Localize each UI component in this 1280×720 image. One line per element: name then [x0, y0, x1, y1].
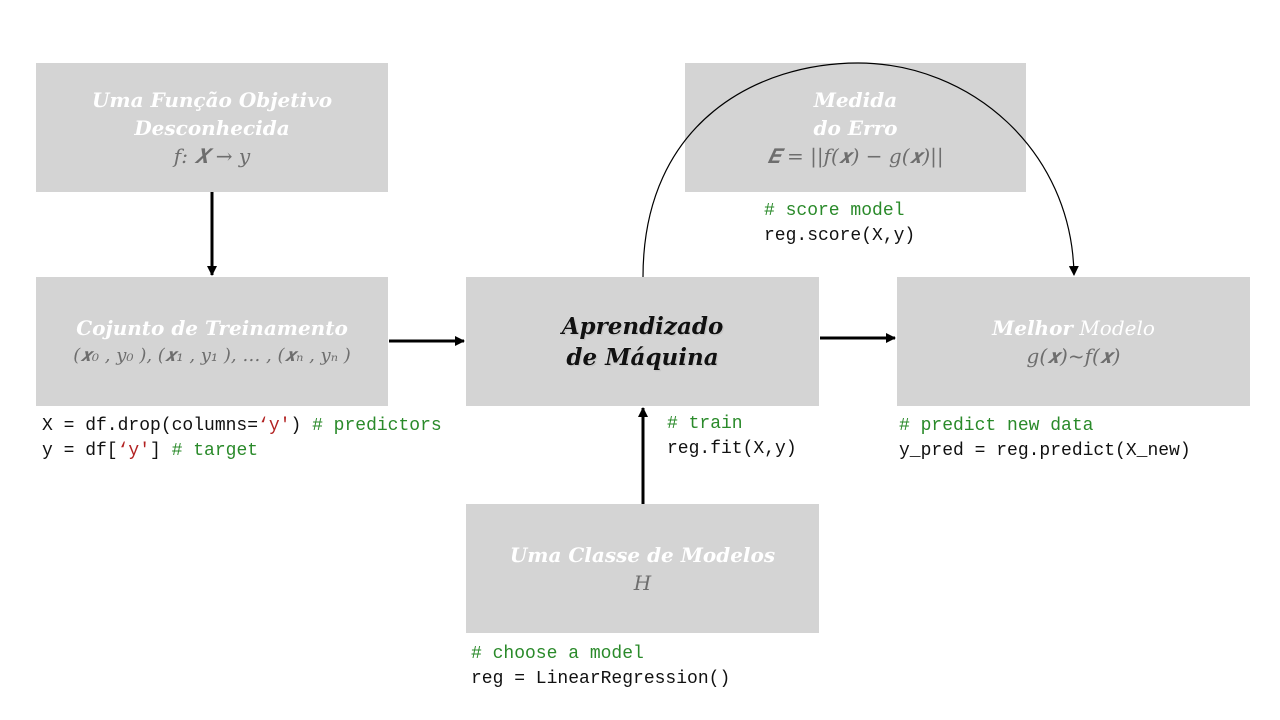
predict-code: # predict new data y_pred = reg.predict(…: [899, 414, 1191, 464]
model-class-box: Uma Classe de Modelos H: [466, 504, 819, 633]
data-line1-comment: # predictors: [312, 416, 442, 436]
data-line1-code: X = df.drop(columns=: [42, 416, 259, 436]
data-line1-close: ): [290, 416, 313, 436]
best-model-title-rest: Modelo: [1072, 315, 1155, 340]
predict-comment: # predict new data: [899, 416, 1094, 436]
arc-ml-to-best-via-error: [642, 62, 1079, 278]
score-comment: # score model: [764, 201, 905, 221]
data-line1-string: ‘y': [258, 416, 291, 436]
target-function-formula: f: 𝑿 → y: [173, 143, 251, 168]
target-function-title-1: Uma Função Objetivo: [91, 87, 333, 112]
error-measure-title-1: Medida: [813, 87, 898, 112]
data-prep-code: X = df.drop(columns=‘y') # predictors y …: [42, 414, 442, 464]
error-measure-title-2: do Erro: [813, 115, 898, 140]
model-class-title: Uma Classe de Modelos: [509, 542, 776, 567]
data-line2-code: y = df[: [42, 441, 118, 461]
machine-learning-title-2: de Máquina: [566, 343, 719, 371]
model-class-formula: H: [633, 570, 652, 595]
train-code: # train reg.fit(X,y): [667, 412, 797, 462]
choose-comment: # choose a model: [471, 644, 644, 664]
target-function-box: Uma Função Objetivo Desconhecida f: 𝑿 → …: [36, 63, 388, 192]
data-line2-comment: # target: [171, 441, 259, 461]
train-line: reg.fit(X,y): [667, 439, 797, 459]
best-model-formula: g(𝒙)~f(𝒙): [1026, 343, 1121, 368]
predict-line: y_pred = reg.predict(X_new): [899, 441, 1191, 461]
score-line: reg.score(X,y): [764, 226, 916, 246]
data-line2-string: ‘y': [117, 441, 151, 461]
best-model-box: Melhor Modelo g(𝒙)~f(𝒙): [897, 277, 1250, 406]
training-set-formula: (𝒙₀ , y₀ ), (𝒙₁ , y₁ ), … , (𝒙ₙ , yₙ ): [73, 344, 351, 366]
target-function-title-2: Desconhecida: [134, 115, 290, 140]
score-code: # score model reg.score(X,y): [764, 199, 915, 249]
data-line2-close: ]: [150, 441, 172, 461]
train-comment: # train: [667, 414, 743, 434]
machine-learning-title-1: Aprendizado: [561, 312, 724, 340]
choose-line: reg = LinearRegression(): [471, 669, 731, 689]
best-model-title: Melhor Modelo: [992, 314, 1155, 342]
best-model-title-bold: Melhor: [992, 315, 1073, 340]
error-measure-formula: 𝑬 = ||f(𝒙) − g(𝒙)||: [767, 143, 944, 168]
choose-model-code: # choose a model reg = LinearRegression(…: [471, 642, 730, 692]
error-measure-box: Medida do Erro 𝑬 = ||f(𝒙) − g(𝒙)||: [685, 63, 1026, 192]
machine-learning-box: Aprendizado de Máquina: [466, 277, 819, 406]
training-set-box: Cojunto de Treinamento (𝒙₀ , y₀ ), (𝒙₁ ,…: [36, 277, 388, 406]
training-set-title: Cojunto de Treinamento: [76, 315, 348, 340]
